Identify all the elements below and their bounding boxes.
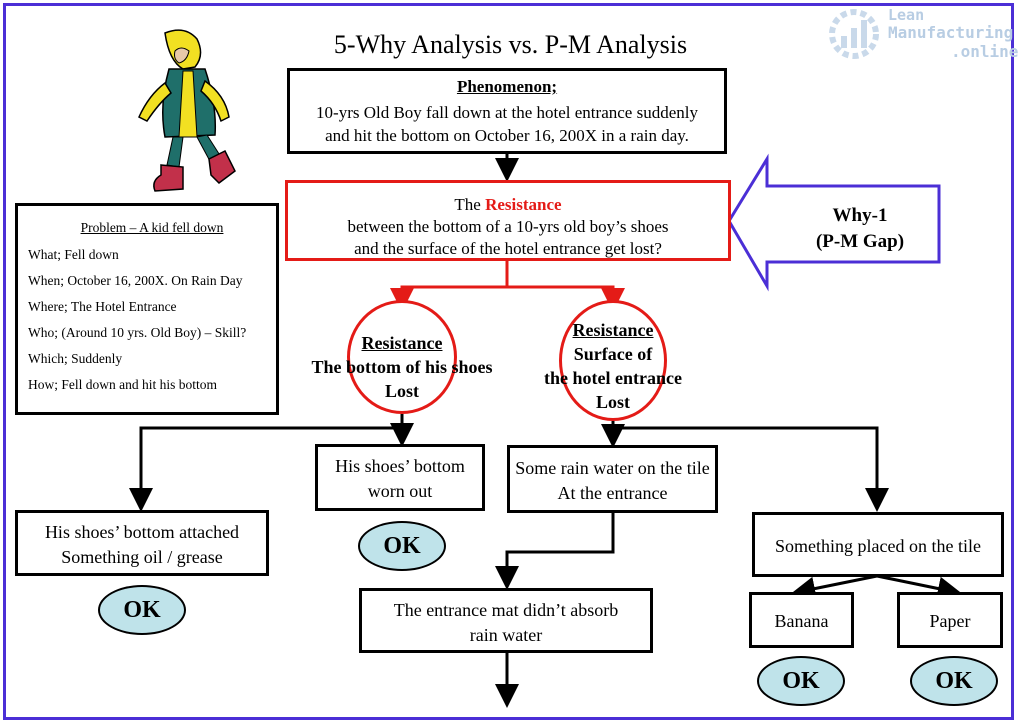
phenomenon-heading: Phenomenon; <box>456 77 558 96</box>
phenomenon-line2: and hit the bottom on October 16, 200X i… <box>325 126 689 145</box>
circle-right-text: Resistance Surface of the hotel entrance… <box>530 318 696 414</box>
problem-line: Where; The Hotel Entrance <box>28 299 177 314</box>
node-worn-line2: worn out <box>367 481 433 501</box>
resistance-highlight: Resistance <box>485 195 562 214</box>
node-rain-line1: Some rain water on the tile <box>515 458 710 478</box>
resistance-question-box: The Resistance between the bottom of a 1… <box>285 180 731 261</box>
circle-right-line3: the hotel entrance <box>544 368 682 388</box>
why-1-label: Why-1 (P-M Gap) <box>805 203 915 255</box>
why-arrow-shape <box>727 153 941 292</box>
brand-line2: Manufacturing <box>888 23 1014 42</box>
node-something-placed: Something placed on the tile <box>752 512 1004 577</box>
node-banana: Banana <box>749 592 854 648</box>
problem-line: How; Fell down and hit his bottom <box>28 377 217 392</box>
problem-box: Problem – A kid fell down What; Fell dow… <box>15 203 279 415</box>
branch-placed <box>613 426 889 512</box>
gear-chart-icon <box>829 9 879 59</box>
node-oil-line1: His shoes’ bottom attached <box>44 522 240 542</box>
node-mat-line2: rain water <box>469 625 543 645</box>
resistance-line2: between the bottom of a 10-yrs old boy’s… <box>347 217 669 236</box>
ok-badge-paper: OK <box>910 656 998 706</box>
brand-line1: Lean <box>888 6 925 24</box>
node-banana-line1: Banana <box>774 611 829 631</box>
circle-right-line2: Surface of <box>573 344 653 364</box>
split-line-red <box>390 261 509 312</box>
kid-in-raincoat-illustration <box>138 29 236 192</box>
problem-line: What; Fell down <box>28 247 119 262</box>
node-paper-line1: Paper <box>929 611 971 631</box>
node-oil-grease: His shoes’ bottom attached Something oil… <box>15 510 269 576</box>
resistance-circle-right <box>559 300 667 421</box>
brand-logo: Lean Manufacturing .online <box>826 4 1021 66</box>
node-rain-line2: At the entrance <box>557 483 668 503</box>
problem-line: Who; (Around 10 yrs. Old Boy) – Skill? <box>28 325 247 340</box>
why-line1: Why-1 <box>832 205 888 226</box>
node-oil-line2: Something oil / grease <box>61 547 223 567</box>
node-mat-line1: The entrance mat didn’t absorb <box>393 600 619 620</box>
resistance-prefix: The <box>454 195 486 214</box>
problem-heading: Problem – A kid fell down <box>80 220 224 235</box>
resistance-circle-left <box>347 300 457 414</box>
arrow-rain-mat <box>495 513 615 590</box>
node-entrance-mat: The entrance mat didn’t absorb rain wate… <box>359 588 653 653</box>
why-line2: (P-M Gap) <box>815 231 905 252</box>
circle-left-text: Resistance The bottom of his shoes Lost <box>296 331 508 403</box>
ok-badge-worn: OK <box>358 521 446 571</box>
node-worn-line1: His shoes’ bottom <box>335 456 465 476</box>
node-rain-water: Some rain water on the tile At the entra… <box>507 445 718 513</box>
problem-line: When; October 16, 200X. On Rain Day <box>28 273 243 288</box>
node-placed-line1: Something placed on the tile <box>775 536 981 556</box>
resistance-line3: and the surface of the hotel entrance ge… <box>354 239 662 258</box>
problem-line: Which; Suddenly <box>28 351 123 366</box>
brand-line3: .online <box>951 42 1019 61</box>
circle-right-line4: Lost <box>595 392 630 412</box>
ok-badge-oil: OK <box>98 585 186 635</box>
circle-right-heading: Resistance <box>572 320 654 340</box>
node-paper: Paper <box>897 592 1003 648</box>
page-title: 5-Why Analysis vs. P-M Analysis <box>333 30 688 59</box>
circle-left-line3: Lost <box>384 381 419 401</box>
phenomenon-line1: 10-yrs Old Boy fall down at the hotel en… <box>316 103 698 122</box>
circle-left-heading: Resistance <box>361 333 443 353</box>
phenomenon-box: Phenomenon; 10-yrs Old Boy fall down at … <box>287 68 727 154</box>
node-worn-out: His shoes’ bottom worn out <box>315 444 485 511</box>
circle-left-line2: The bottom of his shoes <box>311 357 493 377</box>
ok-badge-banana: OK <box>757 656 845 706</box>
branch-oil <box>129 426 402 512</box>
diagram-frame <box>3 3 1014 720</box>
